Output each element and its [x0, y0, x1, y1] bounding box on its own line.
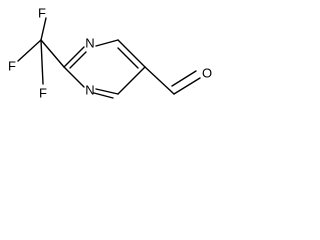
bond-cho-o-double	[171, 70, 197, 87]
bond-c6-c5-double	[117, 47, 139, 69]
bond-c-f-left	[17, 39, 42, 62]
chemical-structure-diagram: F F F N N O	[8, 5, 212, 100]
atom-f-left: F	[8, 58, 16, 73]
bonds	[17, 17, 201, 99]
bond-c4-n-bottom-double	[93, 92, 114, 99]
bond-c5-cho	[144, 66, 175, 95]
bond-c2-n-top	[63, 46, 85, 68]
bond-n-bottom-c2	[63, 66, 85, 88]
atom-n-top: N	[85, 35, 94, 50]
bond-c5-c4	[117, 66, 146, 95]
bond-c-f-bottom	[40, 39, 44, 85]
bond-c-f-top	[40, 17, 47, 41]
atom-labels: F F F N N O	[8, 5, 212, 100]
atom-f-top: F	[38, 5, 46, 20]
bond-n-top-c6	[95, 39, 119, 47]
atom-n-bottom: N	[85, 82, 94, 97]
bond-c4-n-bottom	[95, 88, 119, 95]
bond-cho-o	[173, 77, 201, 95]
bond-c2-n-top-double	[69, 51, 87, 69]
atom-o-aldehyde: O	[202, 65, 212, 80]
atom-f-bottom: F	[39, 85, 47, 100]
bond-c6-c5	[117, 39, 146, 68]
bond-cf3-c2	[40, 39, 65, 68]
